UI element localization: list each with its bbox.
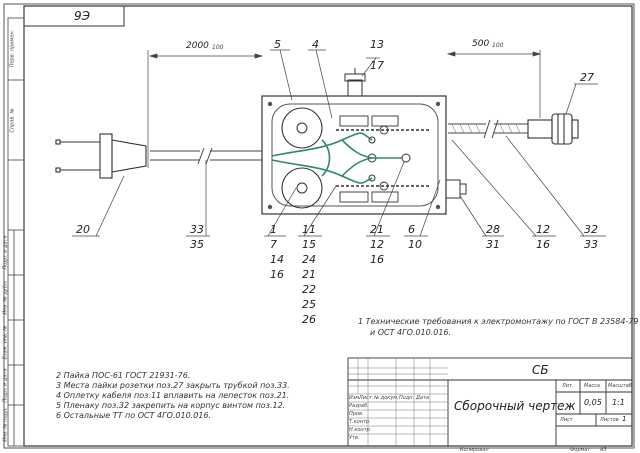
tb-row-label: Утв. bbox=[349, 435, 360, 441]
dimension-left-unit: 100 bbox=[212, 44, 224, 51]
position-label: 10 bbox=[408, 238, 422, 251]
position-label: 12 bbox=[536, 223, 550, 236]
position-label: 16 bbox=[536, 238, 550, 251]
position-label: 24 bbox=[302, 253, 316, 266]
position-label-17: 17 bbox=[370, 59, 384, 72]
position-label-4: 4 bbox=[312, 38, 319, 51]
dimension-right-unit: 100 bbox=[492, 42, 504, 49]
position-label: 32 bbox=[584, 223, 598, 236]
position-label: 7 bbox=[270, 238, 277, 251]
position-label-20: 20 bbox=[76, 223, 90, 236]
tb-row-label: Разраб. bbox=[349, 403, 369, 409]
note-line: 3 Места пайки розетки поз.27 закрыть тру… bbox=[56, 381, 290, 390]
position-label: 26 bbox=[302, 313, 316, 326]
position-label: 28 bbox=[486, 223, 500, 236]
plug-20 bbox=[55, 133, 147, 179]
strip-label: Инв. № подл. bbox=[2, 407, 9, 442]
tb-row-label: Н.контр. bbox=[349, 427, 372, 433]
position-label-33: 33 bbox=[190, 223, 204, 236]
position-label: 25 bbox=[302, 298, 316, 311]
position-label: 15 bbox=[302, 238, 316, 251]
tb-copied: Копировал bbox=[460, 447, 489, 453]
housing bbox=[261, 68, 467, 215]
drawing-title: Сборочный чертеж bbox=[454, 399, 576, 413]
tb-col-header: Подп. bbox=[399, 395, 415, 401]
strip-label: Перв. примен. bbox=[9, 29, 16, 68]
strip-label: Инв. № дубл. bbox=[2, 280, 9, 315]
tb-format-value: А3 bbox=[600, 447, 607, 453]
position-label: 21 bbox=[302, 268, 316, 281]
left-cable bbox=[150, 147, 262, 165]
position-label: 6 bbox=[408, 223, 415, 236]
strip-label: Подп. и дата bbox=[2, 235, 9, 270]
title-block-lines bbox=[347, 357, 633, 447]
position-label-35: 35 bbox=[190, 238, 204, 251]
tb-scale-header: Масштаб bbox=[608, 383, 632, 389]
position-label: 16 bbox=[270, 268, 284, 281]
tb-col-header: Дата bbox=[416, 395, 429, 401]
position-label: 33 bbox=[584, 238, 598, 251]
dimension-left: 2000 bbox=[186, 41, 209, 51]
tb-sheets-label: Листов bbox=[600, 417, 619, 423]
tb-sheets-value: 1 bbox=[622, 415, 627, 423]
position-label: 14 bbox=[270, 253, 284, 266]
dimension-right: 500 bbox=[472, 39, 490, 49]
strip-label: Справ. № bbox=[9, 108, 16, 133]
tb-col-header: Изм. bbox=[349, 395, 361, 401]
position-label-5: 5 bbox=[274, 38, 281, 51]
tb-col-header: № докум. bbox=[374, 395, 399, 401]
position-label: 21 bbox=[370, 223, 384, 236]
outer-border bbox=[3, 3, 635, 449]
position-label: 1 bbox=[270, 223, 277, 236]
leader-lines bbox=[72, 49, 606, 237]
tb-col-header: Лист bbox=[359, 395, 372, 401]
corner-code: 9Э bbox=[74, 9, 91, 23]
tech-req-line: 1 Технические требования к электромонтаж… bbox=[358, 317, 639, 326]
corner-code-box bbox=[23, 5, 125, 27]
strip-label: Подп. и дата bbox=[2, 368, 9, 403]
position-label: 16 bbox=[370, 253, 384, 266]
tb-row-label: Т.контр. bbox=[349, 419, 371, 425]
note-line: 2 Пайка ПОС-61 ГОСТ 21931-76. bbox=[56, 371, 191, 380]
note-line: 4 Оплетку кабеля поз.11 вплавить на лепе… bbox=[56, 391, 290, 400]
position-label: 12 bbox=[370, 238, 384, 251]
position-label: 11 bbox=[302, 223, 316, 236]
tb-scale-value: 1:1 bbox=[612, 398, 625, 407]
drawing-code: СБ bbox=[532, 363, 549, 377]
position-label: 31 bbox=[486, 238, 500, 251]
note-line: 6 Остальные ТТ по ОСТ 4ГО.010.016. bbox=[56, 411, 212, 420]
connector-27 bbox=[527, 113, 579, 145]
strip-label: Взам. инв. № bbox=[2, 325, 9, 360]
left-strip bbox=[7, 17, 25, 447]
tb-row-label: Пров. bbox=[349, 411, 364, 417]
tb-sheet-label: Лист bbox=[560, 417, 573, 423]
position-label-13: 13 bbox=[370, 38, 384, 51]
position-label: 22 bbox=[302, 283, 316, 296]
dimension-lines bbox=[147, 50, 542, 168]
position-label-27: 27 bbox=[580, 71, 594, 84]
right-cable bbox=[448, 119, 528, 139]
note-line: 5 Пленаку поз.32 закрепить на корпус вин… bbox=[56, 401, 286, 410]
tb-format-label: Формат bbox=[570, 447, 591, 453]
tb-mass-header: Масса bbox=[584, 383, 600, 389]
tech-req-line: и ОСТ 4ГО.010.016. bbox=[370, 328, 452, 337]
tb-lit-header: Лит. bbox=[562, 383, 574, 389]
tb-mass-value: 0,05 bbox=[584, 398, 602, 407]
